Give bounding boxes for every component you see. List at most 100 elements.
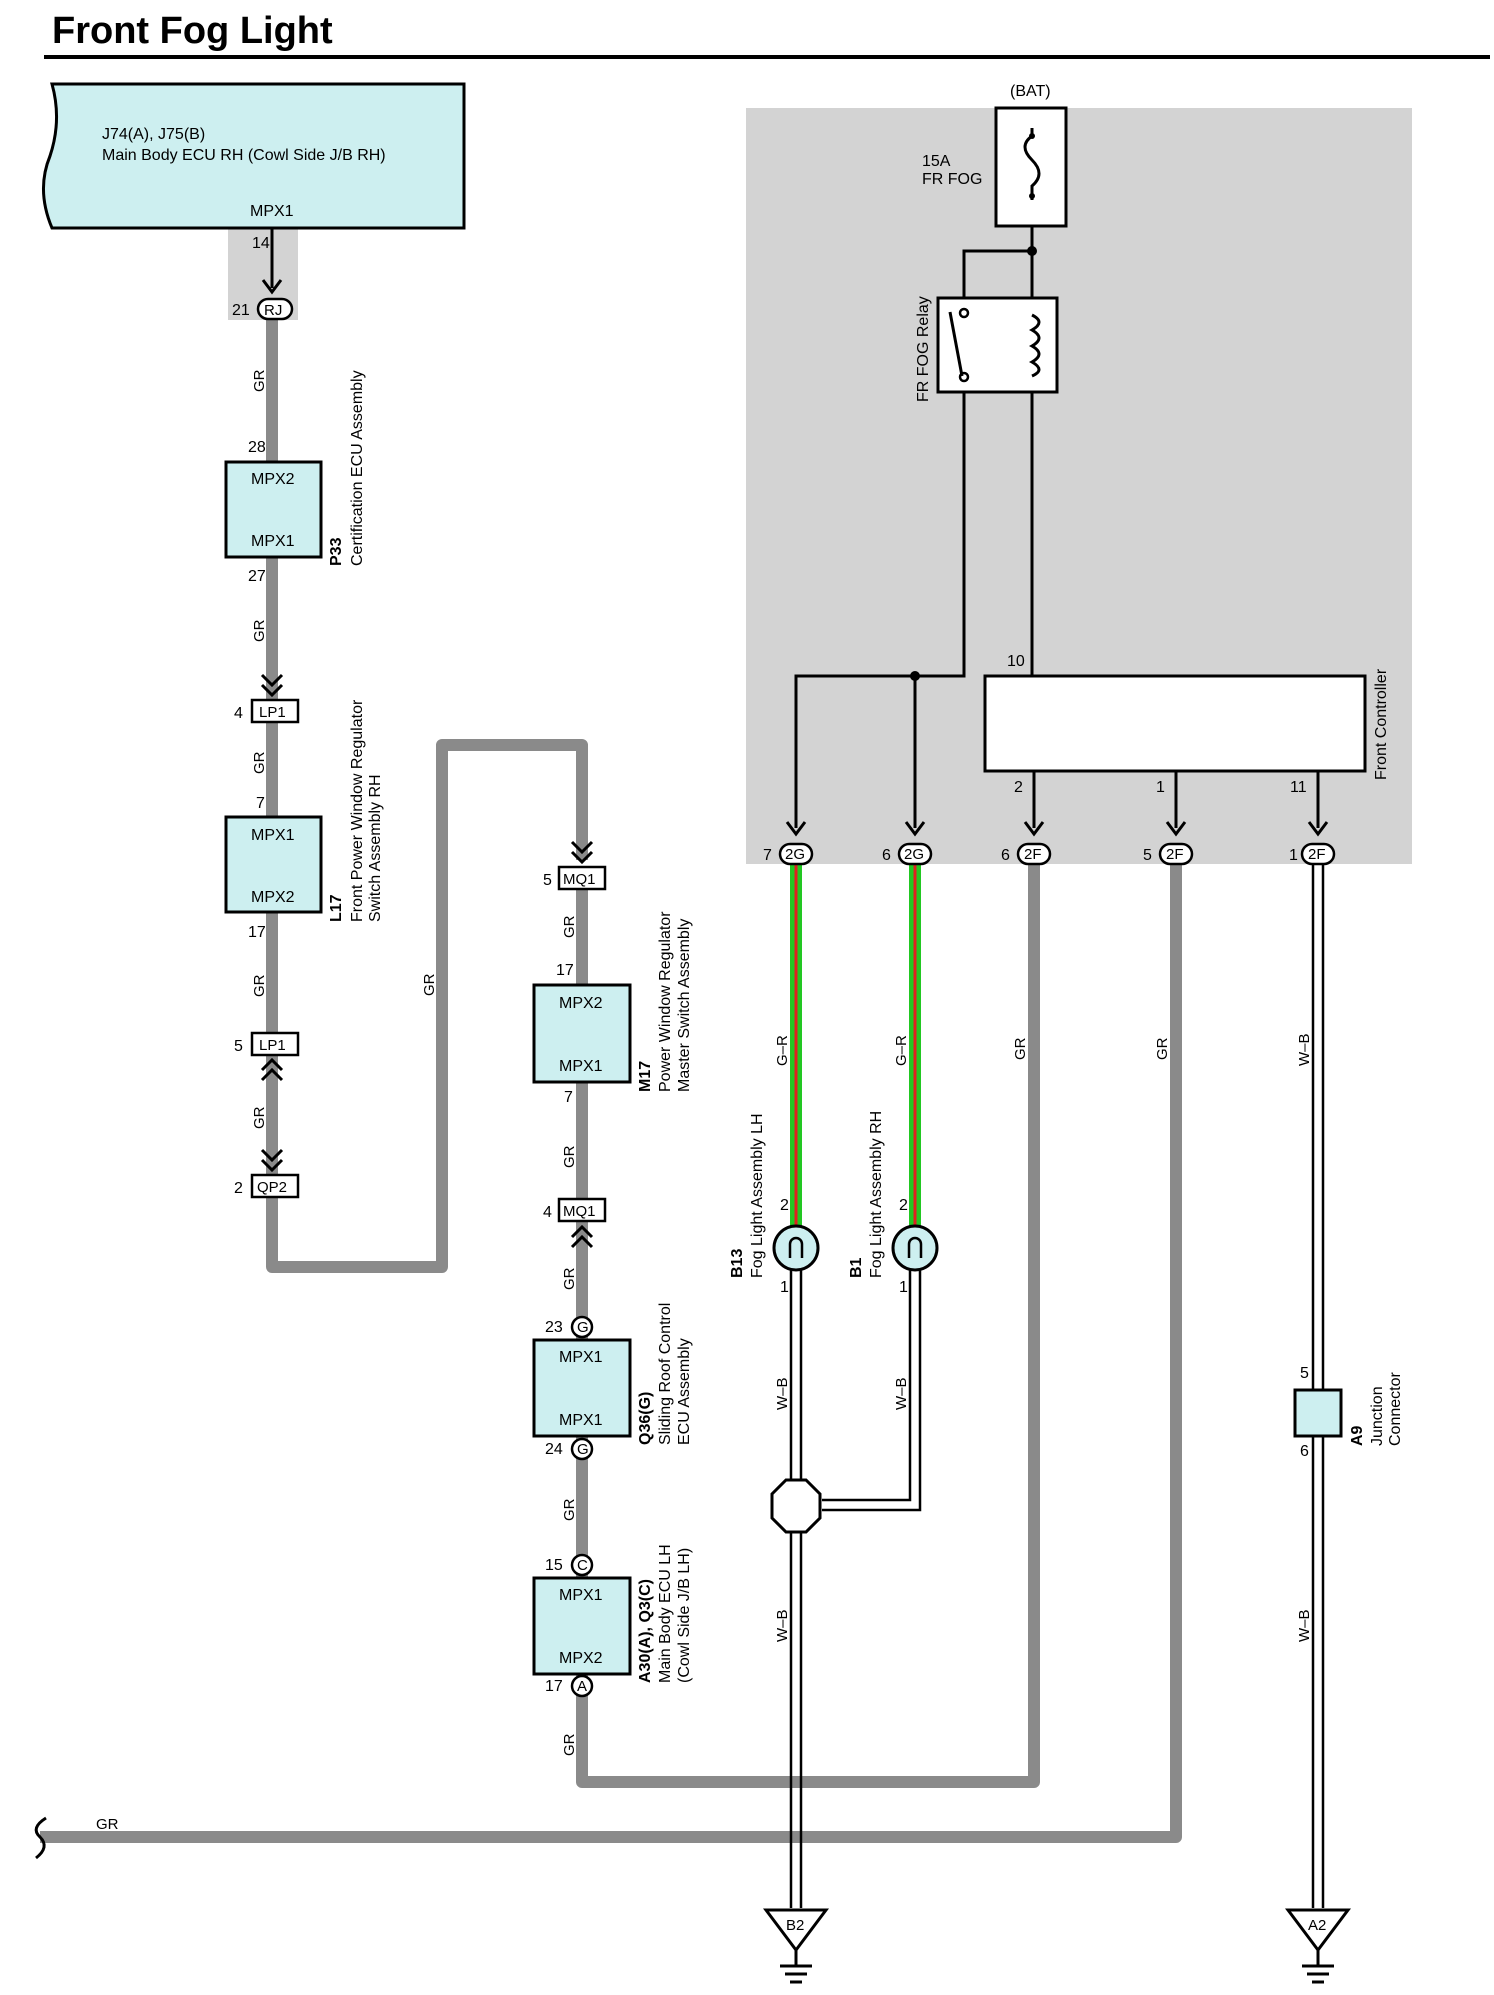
controller-pin-11: 11: [1290, 779, 1307, 796]
ecu-l17-pin-top: 7: [256, 795, 265, 812]
ecu-m17-id: M17: [637, 1061, 654, 1092]
ecu-p33-port-top: MPX2: [251, 471, 295, 488]
ecu-q36-connector-bottom-label: G: [577, 1441, 589, 1458]
ecu-l17-port-bottom: MPX2: [251, 889, 295, 906]
relay-feed-wire: [962, 249, 1032, 298]
connector-mq1-bottom-chevron-icon: [570, 1224, 594, 1249]
svg-text:7: 7: [763, 847, 772, 864]
svg-text:2F: 2F: [1308, 846, 1326, 863]
wire-label-gr-bottom: GR: [96, 1816, 119, 1833]
fog-light-lh-name: Fog Light Assembly LH: [749, 1113, 766, 1278]
junction-connector-a9-box: [1293, 1388, 1343, 1438]
controller-pin-10: 10: [1007, 653, 1025, 670]
wire-label-gr-5: GR: [251, 1106, 268, 1129]
svg-text:2G: 2G: [904, 846, 924, 863]
connector-mq1-bottom-pin: 4: [543, 1204, 552, 1221]
wire-wb-lh: [789, 1268, 803, 1908]
output-connector-3: 2F 6: [1001, 842, 1052, 866]
ecu-p33-id: P33: [328, 537, 345, 566]
wire-label-gr-9: GR: [561, 1267, 578, 1290]
ecu-m17-name-line1: Power Window Regulator: [657, 911, 674, 1092]
bat-label: (BAT): [1010, 83, 1051, 100]
fog-light-lh-id: B13: [729, 1249, 746, 1278]
ecu-q36-connector-top: [570, 1315, 594, 1339]
fog-light-rh-pin-bottom: 1: [899, 1279, 908, 1296]
ecu-q36-connector-bottom: [570, 1437, 594, 1461]
svg-text:2G: 2G: [785, 846, 805, 863]
ground-a2-label: A2: [1308, 1917, 1326, 1934]
fog-light-lh-pin-bottom: 1: [780, 1279, 789, 1296]
wire-label-wb-3: W–B: [774, 1609, 791, 1642]
relay-label: FR FOG Relay: [915, 296, 932, 402]
gr-wire-left-loop: [266, 318, 588, 1273]
connector-lp1-bottom-chevron-icon: [260, 1057, 284, 1082]
ground-b2-label: B2: [786, 1917, 804, 1934]
wire-label-gr-8: GR: [561, 1145, 578, 1168]
ecu-q36-box: [532, 1338, 632, 1438]
ecu-m17-name-line2: Master Switch Assembly: [676, 919, 693, 1092]
top-ecu-id: J74(A), J75(B): [102, 126, 205, 143]
svg-text:2F: 2F: [1024, 846, 1042, 863]
wire-label-gr-1: GR: [251, 369, 268, 392]
page-title: Front Fog Light: [52, 10, 333, 52]
connector-qp2-label: QP2: [257, 1179, 287, 1196]
wire-label-gr-10: GR: [561, 1498, 578, 1521]
ecu-a30-port-top: MPX1: [559, 1587, 603, 1604]
connector-mq1-bottom: [557, 1197, 607, 1223]
junction-connector-name-line1: Junction: [1369, 1386, 1386, 1446]
ecu-q36-pin-bottom: 24: [545, 1441, 563, 1458]
ecu-m17-box: [532, 983, 632, 1084]
wire-label-wb-2: W–B: [893, 1377, 910, 1410]
fog-light-rh-filament: [907, 1236, 923, 1258]
fuse-icon: [1023, 128, 1041, 200]
wire-label-out-4: GR: [1154, 1037, 1171, 1060]
output-arrows: [785, 821, 1329, 837]
top-ecu-pin: 14: [252, 235, 270, 252]
connector-qp2-chevron-icon: [260, 1148, 284, 1173]
ecu-p33-pin-top: 28: [248, 439, 266, 456]
connector-mq1-top-pin: 5: [543, 872, 552, 889]
ecu-q36-id: Q36(G): [637, 1392, 654, 1445]
connector-rj-pin: 21: [232, 302, 250, 319]
ground-b2-icon: [763, 1908, 829, 1984]
ecu-l17-name-line2: Switch Assembly RH: [367, 774, 384, 922]
ecu-a30-pin-top: 15: [545, 1557, 563, 1574]
connector-lp1-bottom-pin: 5: [234, 1038, 243, 1055]
gr-wire-bottom: [40, 860, 1182, 1843]
front-controller-box: [983, 674, 1367, 773]
relay-box: [936, 296, 1059, 394]
wire-label-out-3: GR: [1012, 1037, 1029, 1060]
svg-text:6: 6: [882, 847, 891, 864]
connector-rj-label: RJ: [264, 302, 282, 319]
junction-connector-name-line2: Connector: [1387, 1372, 1404, 1446]
wire-label-out-2: G–R: [893, 1035, 910, 1066]
ecu-a30-connector-top: [570, 1553, 594, 1577]
wire-wb-right: [1311, 864, 1325, 1908]
ecu-l17-port-top: MPX1: [251, 827, 295, 844]
connector-lp1-bottom-label: LP1: [259, 1037, 286, 1054]
connector-lp1-top-label: LP1: [259, 704, 286, 721]
ecu-l17-id: L17: [328, 894, 345, 922]
junction-connector-id: A9: [1349, 1425, 1366, 1446]
fuse-dot-bottom: [1029, 193, 1035, 199]
wire-label-gr-11: GR: [561, 1733, 578, 1756]
output-connector-5: 2F 1: [1289, 842, 1336, 866]
ecu-q36-pin-top: 23: [545, 1319, 563, 1336]
top-ecu-arrow-icon: [261, 279, 283, 295]
svg-text:2F: 2F: [1166, 846, 1184, 863]
fog-light-lh-pin-top: 2: [780, 1197, 789, 1214]
ecu-a30-port-bottom: MPX2: [559, 1650, 603, 1667]
relay-coil-icon: [1028, 313, 1041, 378]
output-connector-4: 2F 5: [1143, 842, 1194, 866]
fog-light-lh-filament: [788, 1236, 804, 1258]
ecu-m17-port-top: MPX2: [559, 995, 603, 1012]
fog-light-rh-id: B1: [848, 1257, 865, 1278]
svg-text:5: 5: [1143, 847, 1152, 864]
wire-label-gr-6: GR: [421, 973, 438, 996]
fuse-name: FR FOG: [922, 171, 982, 188]
ecu-a30-id: A30(A), Q3(C): [637, 1579, 654, 1683]
ecu-l17-pin-bottom: 17: [248, 924, 266, 941]
fuse-dot-top: [1029, 133, 1035, 139]
connector-lp1-top-pin: 4: [234, 705, 243, 722]
ecu-a30-pin-bottom: 17: [545, 1678, 563, 1695]
